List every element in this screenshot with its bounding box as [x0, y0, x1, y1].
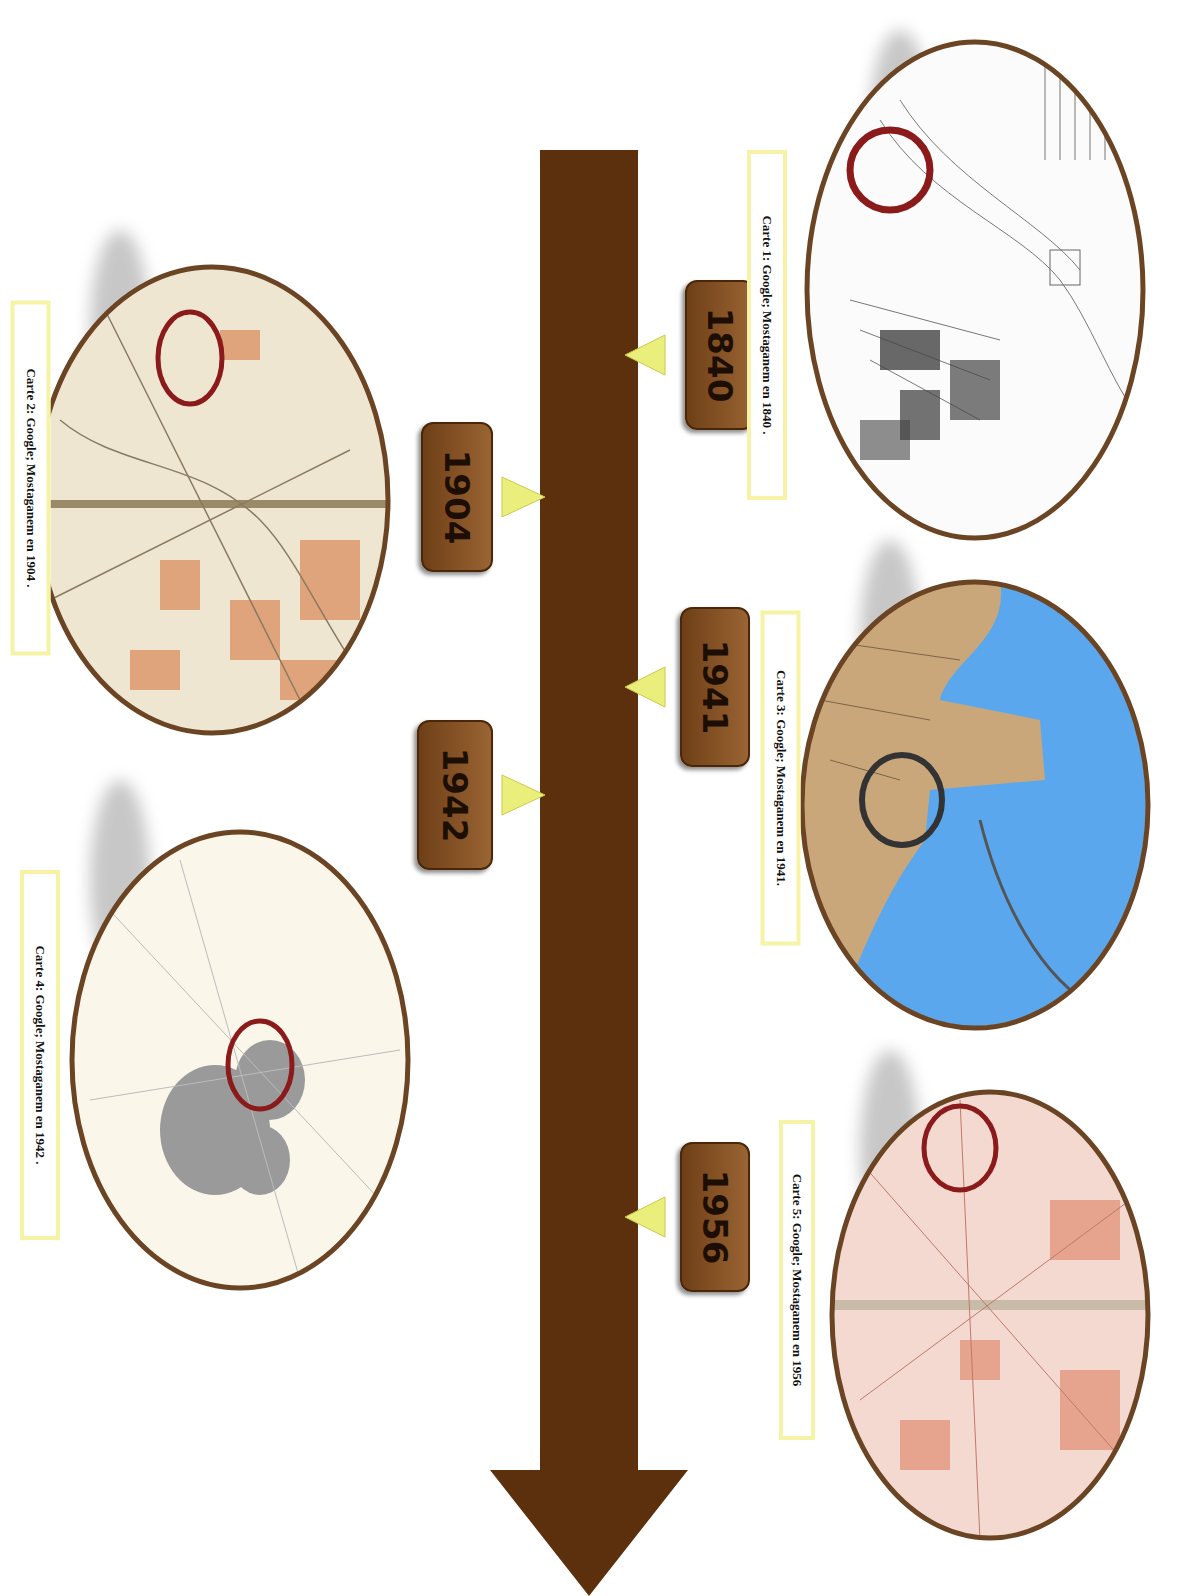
caption-box: Carte 5: Google; Mostaganem en 1956 — [779, 1120, 815, 1440]
map-1942 — [70, 830, 410, 1290]
year-box: 1956 — [680, 1142, 750, 1292]
pointer — [502, 335, 665, 1237]
year-label: 1904 — [437, 450, 477, 545]
caption-box: Carte 3: Google; Mostaganem en 1941. — [760, 611, 800, 946]
map-caption: Carte 2: Google; Mostaganem en 1904 . — [22, 368, 38, 587]
caption-box: Carte 4: Google; Mostaganem en 1942 . — [20, 870, 60, 1240]
year-box: 1942 — [417, 720, 493, 870]
year-box: 1904 — [421, 422, 493, 572]
highlight-circle — [158, 312, 222, 404]
highlight-circle — [924, 1106, 996, 1190]
year-label: 1942 — [435, 748, 475, 843]
timeline-arrow — [490, 150, 688, 1596]
caption-box: Carte 1: Google; Mostaganem en 1840 . — [747, 150, 787, 500]
year-label: 1941 — [695, 640, 735, 735]
map-caption: Carte 4: Google; Mostaganem en 1942 . — [32, 945, 48, 1164]
map-1904 — [30, 260, 400, 740]
highlight-circle — [228, 1021, 292, 1109]
year-box: 1941 — [680, 607, 750, 767]
map-frame — [807, 42, 1143, 538]
map-caption: Carte 5: Google; Mostaganem en 1956 — [789, 1174, 805, 1387]
caption-box: Carte 2: Google; Mostaganem en 1904 . — [10, 301, 50, 656]
highlight-circle — [850, 130, 930, 210]
map-1840 — [800, 40, 1150, 540]
map-1941 — [800, 580, 1160, 1040]
map-1956 — [830, 1090, 1160, 1550]
map-caption: Carte 1: Google; Mostaganem en 1840 . — [759, 215, 775, 434]
year-box: 1840 — [685, 280, 755, 430]
map-caption: Carte 3: Google; Mostaganem en 1941. — [772, 670, 788, 886]
year-label: 1956 — [695, 1170, 735, 1265]
year-label: 1840 — [700, 308, 740, 403]
highlight-circle — [862, 755, 942, 845]
